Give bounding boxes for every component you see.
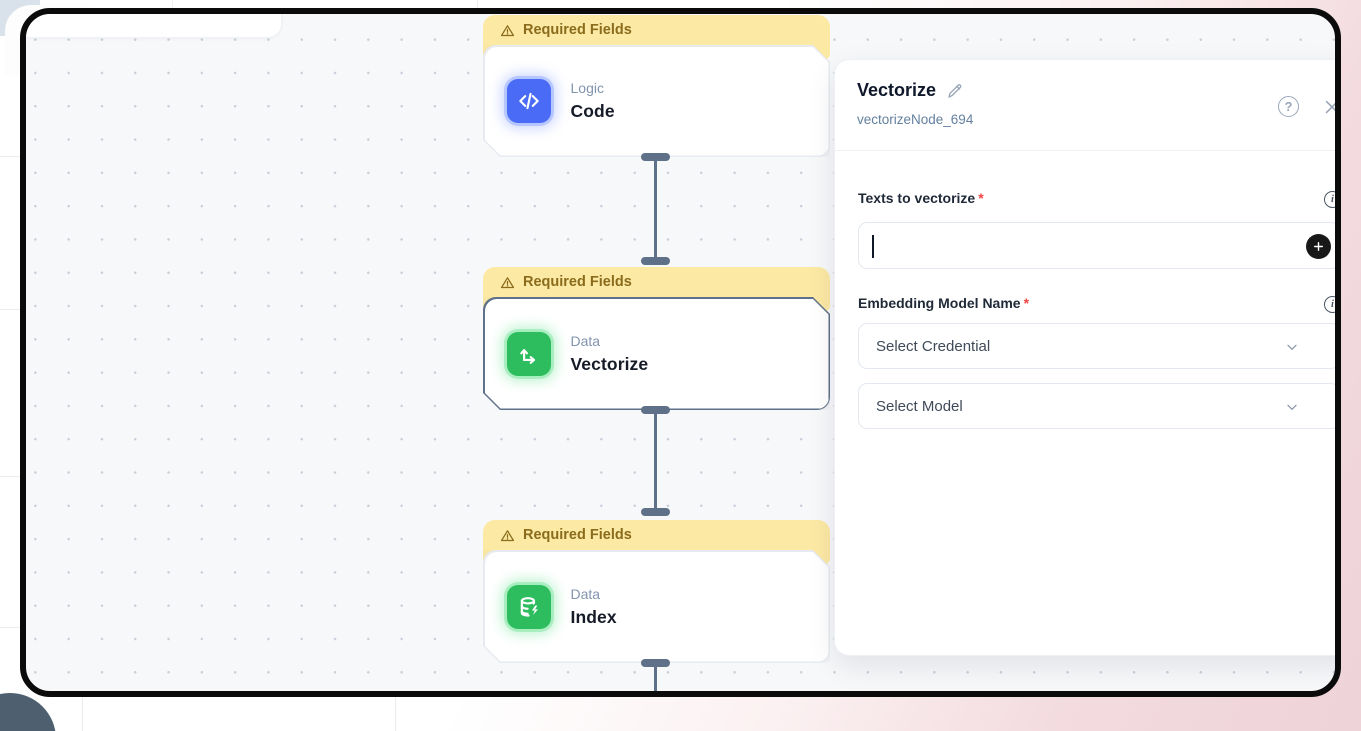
node-id: vectorizeNode_694 — [857, 112, 974, 127]
node-properties-panel: Vectorize vectorizeNode_694 ? Texts to v… — [835, 60, 1341, 655]
required-mark: * — [978, 190, 984, 206]
banner-label: Required Fields — [523, 527, 632, 543]
page-gridline — [0, 309, 20, 310]
info-icon[interactable]: i — [1324, 296, 1335, 313]
banner-label: Required Fields — [523, 274, 632, 290]
edge-line — [654, 161, 657, 257]
divider — [835, 150, 1335, 151]
help-icon[interactable]: ? — [1278, 96, 1299, 117]
node-category: Data — [570, 332, 601, 349]
node-card-vectorize[interactable]: Data Vectorize — [483, 297, 830, 410]
page-gridline — [0, 156, 20, 157]
edit-pencil-icon[interactable] — [946, 82, 964, 100]
node-card-code[interactable]: Logic Code — [483, 45, 830, 157]
embedding-model-name-label: Embedding Model Name* — [858, 295, 1030, 311]
banner-label: Required Fields — [523, 22, 632, 38]
node-category: Logic — [570, 80, 604, 96]
plus-icon — [1314, 242, 1323, 251]
node-card-index[interactable]: Data Index — [483, 550, 830, 663]
chevron-down-icon — [1287, 344, 1297, 350]
warning-icon — [500, 277, 515, 289]
credential-select[interactable]: Select Credential — [858, 323, 1335, 369]
edge-handle[interactable] — [641, 659, 670, 667]
code-icon — [507, 79, 551, 123]
warning-icon — [500, 530, 515, 542]
text-caret — [872, 235, 874, 258]
node-title: Code — [570, 101, 615, 121]
panel-title: Vectorize — [857, 80, 937, 100]
page-gridline — [0, 627, 20, 628]
page-gridline — [395, 697, 396, 731]
edge-line — [654, 414, 657, 508]
toolbar-stub — [26, 14, 282, 38]
required-mark: * — [1023, 295, 1030, 311]
edge-handle[interactable] — [641, 406, 670, 414]
workflow-column: Required Fields Logic Code Required Fiel… — [483, 14, 830, 691]
warning-icon — [500, 25, 515, 37]
texts-to-vectorize-input[interactable] — [858, 222, 1335, 269]
branch-arrows-icon — [507, 332, 551, 376]
info-icon[interactable]: i — [1324, 191, 1335, 208]
node-title: Vectorize — [570, 353, 649, 374]
edge-handle[interactable] — [641, 153, 670, 161]
close-icon[interactable] — [1322, 97, 1341, 117]
texts-to-vectorize-label: Texts to vectorize* — [858, 190, 984, 206]
page-gridline — [477, 0, 478, 8]
edge-line — [654, 667, 657, 691]
background-shape — [0, 693, 56, 731]
add-text-button[interactable] — [1306, 234, 1331, 259]
node-category: Data — [570, 585, 601, 602]
app-frame: Required Fields Logic Code Required Fiel… — [20, 8, 1341, 697]
node-title: Index — [570, 606, 617, 627]
model-select[interactable]: Select Model — [858, 383, 1335, 429]
chevron-down-icon — [1287, 404, 1297, 410]
edge-handle[interactable] — [641, 257, 670, 265]
edge-handle[interactable] — [641, 508, 670, 516]
model-select-value: Select Model — [876, 397, 963, 415]
credential-select-value: Select Credential — [876, 337, 991, 355]
page-gridline — [0, 476, 20, 477]
database-bolt-icon — [507, 585, 551, 629]
page-gridline — [172, 0, 173, 8]
page-gridline — [82, 697, 83, 731]
